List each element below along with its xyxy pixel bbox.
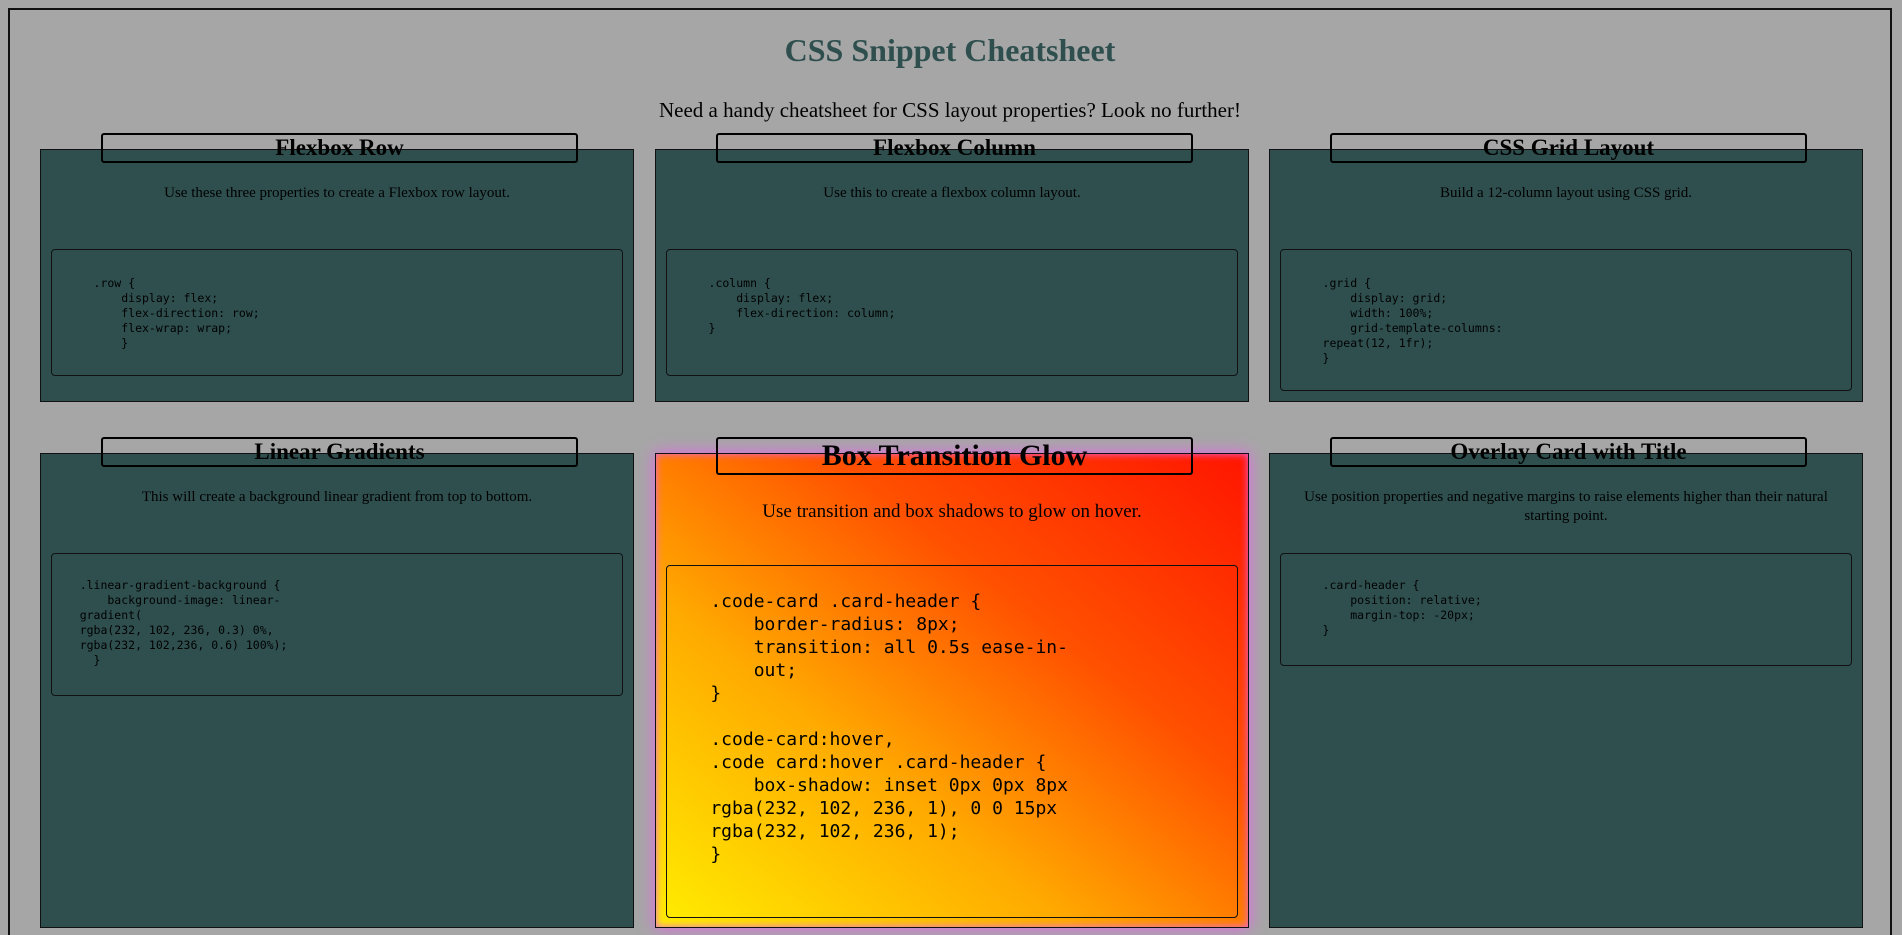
code-block: .linear-gradient-background { background… [51,553,623,696]
card-description: Use position properties and negative mar… [1304,489,1828,524]
code-snippet: .linear-gradient-background { background… [79,578,288,667]
card-css-grid: CSS Grid Layout Build a 12-column layout… [1269,133,1863,402]
card-overlay-title: Overlay Card with Title Use position pro… [1269,437,1863,928]
card-description: Use this to create a flexbox column layo… [823,185,1081,201]
page-subtitle: Need a handy cheatsheet for CSS layout p… [659,98,1241,122]
card-flexbox-row: Flexbox Row Use these three properties t… [40,133,634,402]
card-header: Flexbox Row [101,133,578,163]
code-snippet: .column { display: flex; flex-direction:… [708,276,896,335]
page-title: CSS Snippet Cheatsheet [784,32,1116,68]
code-block: .row { display: flex; flex-direction: ro… [51,249,623,376]
code-block: .column { display: flex; flex-direction:… [666,249,1238,376]
code-block: .grid { display: grid; width: 100%; grid… [1280,249,1852,391]
code-snippet: .code-card .card-header { border-radius:… [710,591,1068,865]
card-header: CSS Grid Layout [1330,133,1807,163]
page-container: CSS Snippet Cheatsheet Need a handy chea… [8,8,1892,935]
card-flexbox-column: Flexbox Column Use this to create a flex… [655,133,1249,402]
code-block: .card-header { position: relative; margi… [1280,553,1852,666]
card-header: Flexbox Column [716,133,1193,163]
card-header: Linear Gradients [101,437,578,467]
card-description: Use transition and box shadows to glow o… [762,501,1142,522]
card-description: Build a 12-column layout using CSS grid. [1439,185,1693,201]
card-description: This will create a background linear gra… [141,489,533,505]
card-header: Box Transition Glow [716,437,1193,475]
card-box-transition-glow[interactable]: Box Transition Glow Use transition and b… [655,437,1249,928]
card-header: Overlay Card with Title [1330,437,1807,467]
card-linear-gradients: Linear Gradients This will create a back… [40,437,634,928]
code-snippet: .row { display: flex; flex-direction: ro… [93,276,260,350]
card-description: Use these three properties to create a F… [164,185,510,201]
code-snippet: .card-header { position: relative; margi… [1322,578,1482,637]
code-block: .code-card .card-header { border-radius:… [666,565,1238,918]
code-snippet: .grid { display: grid; width: 100%; grid… [1322,276,1503,365]
